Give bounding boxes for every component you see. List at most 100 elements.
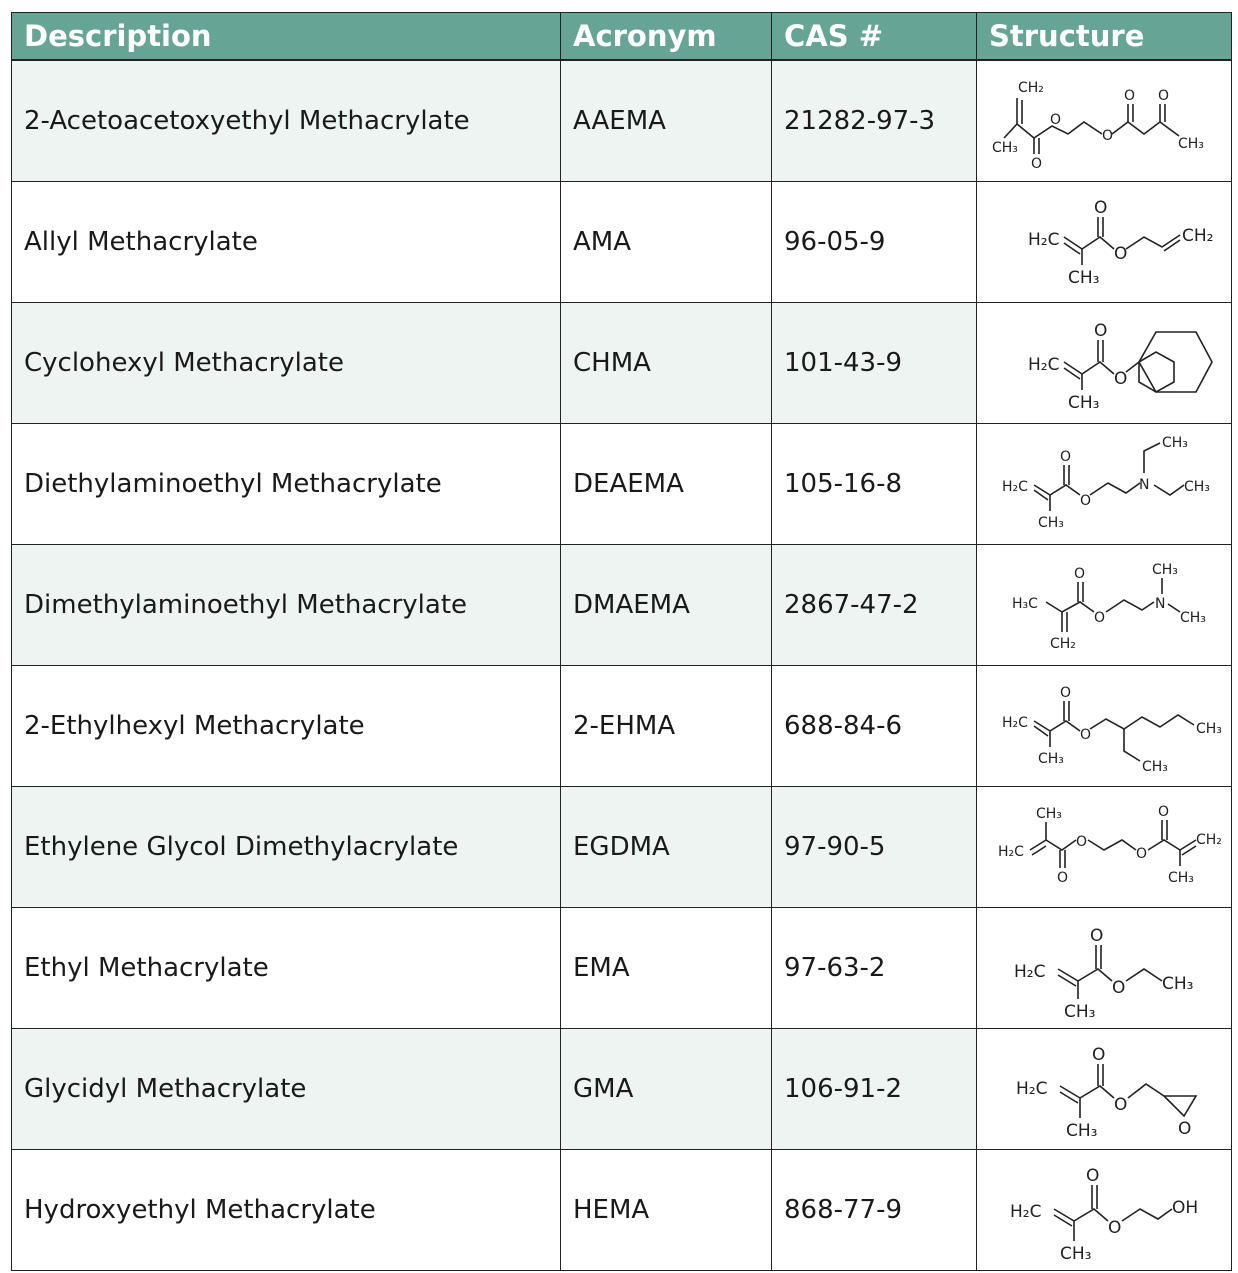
label-ch3: CH₃ [1184, 479, 1210, 495]
cell-structure: H₂C O O CH₃ CH₃ CH₃ [976, 665, 1232, 787]
label-o: O [1057, 870, 1068, 886]
label-ch2: CH₂ [1050, 636, 1076, 652]
label-o: O [1114, 369, 1127, 389]
label-o: O [1108, 1218, 1121, 1238]
cell-structure: H₂C O O CH₃ CH₂ [976, 181, 1232, 303]
label-o: O [1092, 1045, 1105, 1065]
label-o: O [1124, 88, 1135, 104]
label-ch2: CH₂ [1018, 80, 1044, 96]
label-ch3: CH₃ [992, 140, 1018, 156]
label-ch3: CH₃ [1162, 435, 1188, 451]
cell-structure: H₂C O O CH₃ O [976, 1028, 1232, 1150]
label-o: O [1080, 493, 1091, 509]
label-n: N [1155, 596, 1165, 612]
label-h2c: H₂C [1028, 230, 1059, 250]
label-ch3: CH₃ [1178, 136, 1204, 152]
cell-cas: 101-43-9 [771, 302, 977, 424]
label-o: O [1080, 727, 1091, 743]
structure-dmaema-image: H₃C O O CH₂ N CH₃ CH₃ [1012, 562, 1206, 652]
cell-acronym: DMAEMA [560, 544, 772, 666]
table-row: Hydroxyethyl Methacrylate HEMA 868-77-9 … [11, 1149, 1232, 1271]
cell-description: Allyl Methacrylate [11, 181, 561, 303]
cell-acronym: GMA [560, 1028, 772, 1150]
label-ch3: CH₃ [1196, 721, 1222, 737]
table-row: Glycidyl Methacrylate GMA 106-91-2 H₂C O… [11, 1028, 1232, 1150]
label-ch3: CH₃ [1168, 870, 1194, 886]
header-description: Description [11, 12, 561, 61]
label-h2c: H₂C [1010, 1202, 1041, 1222]
structure-2ehma-image: H₂C O O CH₃ CH₃ CH₃ [1002, 685, 1222, 775]
table-row: Ethylene Glycol Dimethylacrylate EGDMA 9… [11, 786, 1232, 908]
cell-cas: 868-77-9 [771, 1149, 977, 1271]
label-ch3: CH₃ [1180, 610, 1206, 626]
label-o: O [1094, 198, 1107, 218]
table-row: 2-Ethylhexyl Methacrylate 2-EHMA 688-84-… [11, 665, 1232, 787]
cell-structure: CH₂ CH₃ O O O O O CH₃ [976, 59, 1232, 182]
cell-cas: 97-63-2 [771, 907, 977, 1029]
header-structure: Structure [976, 12, 1232, 61]
cell-description: Dimethylaminoethyl Methacrylate [11, 544, 561, 666]
label-o: O [1076, 834, 1087, 850]
cell-cas: 688-84-6 [771, 665, 977, 787]
structure-chma-image: H₂C O O CH₃ [1028, 321, 1213, 413]
structure-gma-image: H₂C O O CH₃ O [1016, 1045, 1198, 1141]
structure-egdma-image: H₂C CH₃ O O O O CH₂ CH₃ [998, 804, 1222, 886]
label-o: O [1178, 1119, 1191, 1139]
structure-ema-image: H₂C O O CH₃ CH₃ [1014, 926, 1193, 1022]
table-row: 2-Acetoacetoxyethyl Methacrylate AAEMA 2… [11, 59, 1232, 182]
cell-structure: H₂C O O CH₃ OH [976, 1149, 1232, 1271]
label-h2c: H₂C [1002, 479, 1028, 495]
structure-deaema-image: H₂C O O CH₃ N CH₃ CH₃ [1002, 435, 1210, 531]
cell-description: 2-Ethylhexyl Methacrylate [11, 665, 561, 787]
header-cas: CAS # [771, 12, 977, 61]
cell-structure: H₂C O O CH₃ CH₃ [976, 907, 1232, 1029]
table-header-row: Description Acronym CAS # Structure [11, 12, 1232, 61]
table-row: Diethylaminoethyl Methacrylate DEAEMA 10… [11, 423, 1232, 545]
monomer-table: Description Acronym CAS # Structure 2-Ac… [11, 12, 1232, 1271]
cell-acronym: AAEMA [560, 59, 772, 182]
cell-cas: 97-90-5 [771, 786, 977, 908]
label-ch3: CH₃ [1068, 268, 1099, 288]
cell-description: Cyclohexyl Methacrylate [11, 302, 561, 424]
cell-cas: 105-16-8 [771, 423, 977, 545]
label-h2c: H₂C [998, 844, 1024, 860]
label-o: O [1114, 244, 1127, 264]
label-o: O [1060, 685, 1071, 701]
label-h2c: H₂C [1002, 715, 1028, 731]
label-o: O [1114, 1095, 1127, 1115]
label-o: O [1090, 926, 1103, 946]
header-acronym: Acronym [560, 12, 772, 61]
label-o: O [1060, 449, 1071, 465]
cell-description: 2-Acetoacetoxyethyl Methacrylate [11, 59, 561, 182]
label-o: O [1074, 566, 1085, 582]
label-ch2: CH₂ [1196, 832, 1222, 848]
structure-ama-image: H₂C O O CH₃ CH₂ [1028, 198, 1213, 288]
cell-cas: 2867-47-2 [771, 544, 977, 666]
label-ch3: CH₃ [1162, 974, 1193, 994]
label-o: O [1136, 846, 1147, 862]
label-ch2: CH₂ [1182, 226, 1213, 246]
cell-structure: H₂C CH₃ O O O O CH₂ CH₃ [976, 786, 1232, 908]
label-o: O [1094, 321, 1107, 341]
label-ch3: CH₃ [1036, 806, 1062, 822]
label-ch3: CH₃ [1066, 1121, 1097, 1141]
structure-hema-image: H₂C O O CH₃ OH [1010, 1166, 1198, 1264]
cell-acronym: HEMA [560, 1149, 772, 1271]
label-o: O [1102, 128, 1113, 144]
label-o: O [1094, 610, 1105, 626]
cell-structure: H₂C O O CH₃ N CH₃ CH₃ [976, 423, 1232, 545]
label-ch3: CH₃ [1038, 515, 1064, 531]
label-o: O [1050, 112, 1061, 128]
cell-description: Ethyl Methacrylate [11, 907, 561, 1029]
cell-acronym: CHMA [560, 302, 772, 424]
cell-cas: 106-91-2 [771, 1028, 977, 1150]
label-ch3: CH₃ [1152, 562, 1178, 578]
table-row: Dimethylaminoethyl Methacrylate DMAEMA 2… [11, 544, 1232, 666]
cell-description: Hydroxyethyl Methacrylate [11, 1149, 561, 1271]
cell-acronym: EMA [560, 907, 772, 1029]
cell-description: Ethylene Glycol Dimethylacrylate [11, 786, 561, 908]
cell-acronym: AMA [560, 181, 772, 303]
label-h2c: H₂C [1016, 1079, 1047, 1099]
cell-structure: H₃C O O CH₂ N CH₃ CH₃ [976, 544, 1232, 666]
label-ch3: CH₃ [1142, 759, 1168, 775]
